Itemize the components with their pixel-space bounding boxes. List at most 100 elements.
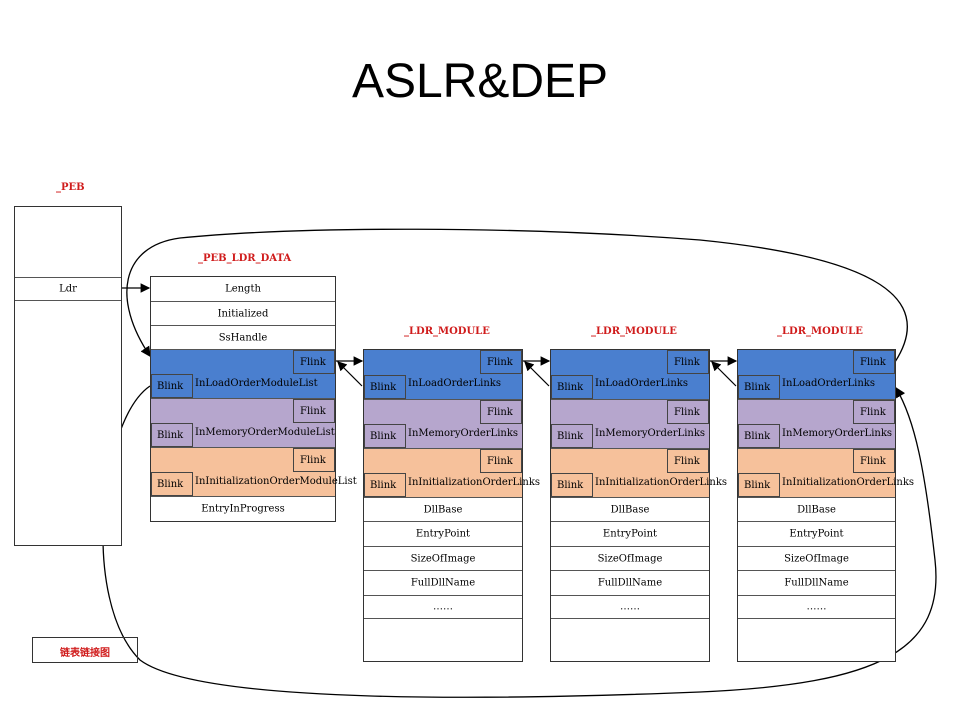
list-name: InLoadOrderModuleList <box>195 378 318 389</box>
module-sizeofimage: SizeOfImage <box>738 546 895 570</box>
blink-cell: Blink <box>151 423 193 447</box>
flink-cell: Flink <box>480 400 522 424</box>
list-name: InInitializationOrderModuleList <box>195 476 357 487</box>
field-text: DllBase <box>797 504 836 515</box>
list-name: InMemoryOrderModuleList <box>195 427 335 438</box>
flink-cell: Flink <box>667 350 709 374</box>
field-text: SizeOfImage <box>597 553 663 564</box>
module-entrypoint: EntryPoint <box>551 521 709 546</box>
module-entrypoint: EntryPoint <box>738 521 895 546</box>
ldr-data-length-text: Length <box>225 283 261 295</box>
flink-cell: Flink <box>853 350 895 374</box>
field-text: …… <box>806 601 827 613</box>
list-name: InMemoryOrderLinks <box>595 428 706 439</box>
field-text: EntryPoint <box>415 528 471 540</box>
blink-arrow-2 <box>524 361 550 387</box>
blink-cell: Blink <box>551 375 593 399</box>
ldr-data-sshandle-text: SsHandle <box>218 332 268 343</box>
blink-cell: Blink <box>551 424 593 448</box>
module-entrypoint: EntryPoint <box>364 521 522 546</box>
module-memory-order-links: Flink Blink InMemoryOrderLinks <box>551 399 709 448</box>
flink-cell: Flink <box>293 350 335 374</box>
blink-cell: Blink <box>151 472 193 496</box>
module-init-order-links: Flink Blink InInitializationOrderLinks <box>364 448 540 497</box>
flink-cell: Flink <box>293 399 335 423</box>
ldr-module-label: _LDR_MODULE <box>591 326 677 337</box>
ldr-module-label: _LDR_MODULE <box>777 326 863 337</box>
peb-struct: Ldr <box>14 206 122 546</box>
module-memory-order-links: Flink Blink InMemoryOrderLinks <box>738 399 895 448</box>
module-init-order-links: Flink Blink InInitializationOrderLinks <box>551 448 727 497</box>
list-name: InLoadOrderLinks <box>408 378 501 389</box>
flink-cell: Flink <box>480 449 522 473</box>
peb-label: _PEB <box>56 182 85 193</box>
module-sizeofimage: SizeOfImage <box>364 546 522 570</box>
ldr-data-load-order-list: Flink Blink InLoadOrderModuleList <box>151 349 335 398</box>
flink-cell: Flink <box>667 449 709 473</box>
blink-cell: Blink <box>364 473 406 497</box>
blink-cell: Blink <box>738 473 780 497</box>
module-ellipsis: …… <box>364 595 522 619</box>
field-text: DllBase <box>610 504 650 515</box>
ldr-data-sshandle: SsHandle <box>151 325 335 349</box>
ldr-data-memory-order-list: Flink Blink InMemoryOrderModuleList <box>151 398 335 447</box>
blink-arrow-1 <box>337 361 363 387</box>
module-ellipsis: …… <box>551 595 709 619</box>
ldr-data-initialized-text: Initialized <box>217 308 269 319</box>
legend-caption: 链表链接图 <box>32 637 138 663</box>
list-name: InLoadOrderLinks <box>595 378 688 389</box>
module-sizeofimage: SizeOfImage <box>551 546 709 570</box>
module-memory-order-links: Flink Blink InMemoryOrderLinks <box>364 399 522 448</box>
peb-ldr-text: Ldr <box>59 283 77 295</box>
field-text: FullDllName <box>597 577 663 589</box>
slide-title: ASLR&DEP <box>351 55 609 108</box>
ldr-data-struct: Length Initialized SsHandle Flink Blink … <box>150 276 357 522</box>
ldr-data-entry-in-progress: EntryInProgress <box>151 496 335 521</box>
blink-cell: Blink <box>364 375 406 399</box>
field-text: SizeOfImage <box>410 553 476 564</box>
ldr-data-length: Length <box>151 277 335 301</box>
wrap-around-top-loop <box>126 228 908 363</box>
field-text: DllBase <box>423 504 463 515</box>
list-name: InInitializationOrderLinks <box>408 477 541 488</box>
blink-cell: Blink <box>364 424 406 448</box>
module-dllbase: DllBase <box>364 497 522 521</box>
field-text: FullDllName <box>784 577 849 589</box>
list-name: InMemoryOrderLinks <box>782 428 893 439</box>
list-name: InInitializationOrderLinks <box>782 477 915 488</box>
field-text: FullDllName <box>410 577 476 589</box>
ldr-data-initialized: Initialized <box>151 301 335 325</box>
ldr-module-struct: Flink Blink InLoadOrderLinks Flink Blink… <box>550 349 727 662</box>
module-ellipsis: …… <box>738 595 895 619</box>
module-dllbase: DllBase <box>738 497 895 521</box>
module-load-order-links: Flink Blink InLoadOrderLinks <box>364 350 522 399</box>
field-text: EntryPoint <box>789 528 844 540</box>
flink-cell: Flink <box>853 400 895 424</box>
list-name: InLoadOrderLinks <box>782 378 875 389</box>
flink-cell: Flink <box>293 448 335 472</box>
module-init-order-links: Flink Blink InInitializationOrderLinks <box>738 448 914 497</box>
ldr-data-entry-in-progress-text: EntryInProgress <box>201 503 285 515</box>
flink-cell: Flink <box>853 449 895 473</box>
ldr-module-struct: Flink Blink InLoadOrderLinks Flink Blink… <box>737 349 914 662</box>
field-text: EntryPoint <box>602 528 658 540</box>
module-fulldllname: FullDllName <box>551 570 709 595</box>
blink-arrow-3 <box>711 361 737 387</box>
module-fulldllname: FullDllName <box>738 570 895 595</box>
blink-cell: Blink <box>738 424 780 448</box>
list-name: InMemoryOrderLinks <box>408 428 519 439</box>
module-load-order-links: Flink Blink InLoadOrderLinks <box>738 350 895 399</box>
field-text: …… <box>620 601 640 613</box>
ldr-module-label: _LDR_MODULE <box>404 326 490 337</box>
field-text: …… <box>433 601 453 613</box>
ldr-data-label: _PEB_LDR_DATA <box>198 253 292 264</box>
module-fulldllname: FullDllName <box>364 570 522 595</box>
blink-cell: Blink <box>738 375 780 399</box>
blink-cell: Blink <box>551 473 593 497</box>
peb-ldr-field: Ldr <box>15 277 121 301</box>
module-dllbase: DllBase <box>551 497 709 521</box>
wrap-around-bottom-loop <box>102 385 937 698</box>
ldr-module-struct: Flink Blink InLoadOrderLinks Flink Blink… <box>363 349 540 662</box>
field-text: SizeOfImage <box>784 553 849 564</box>
